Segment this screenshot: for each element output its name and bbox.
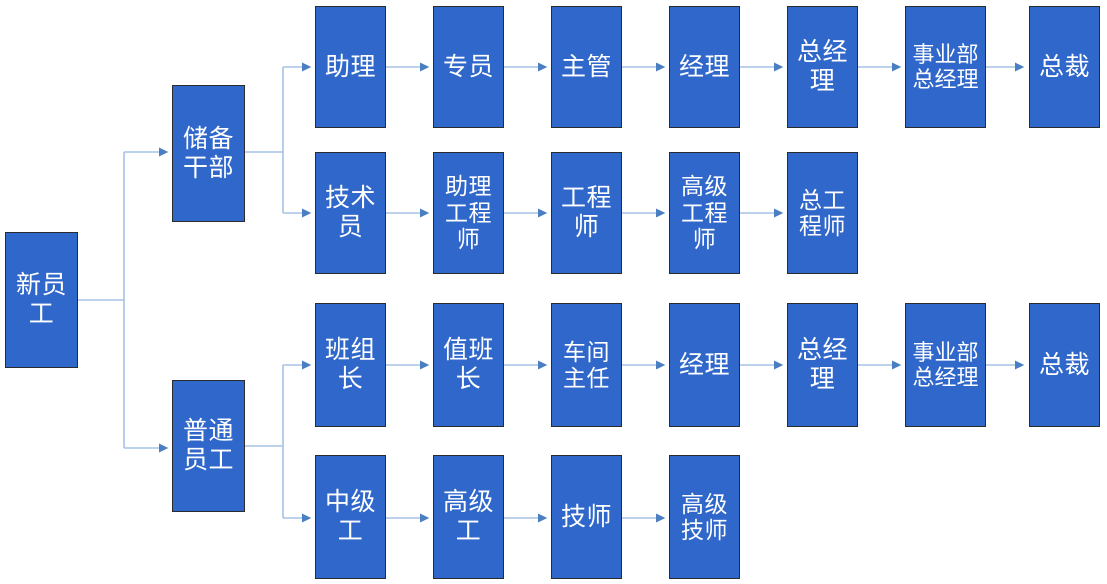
node-tech-chief-engineer[interactable]: 总工程师 — [787, 152, 858, 274]
node-prod-team-leader[interactable]: 班组长 — [315, 303, 386, 427]
node-label: 中级工 — [324, 488, 376, 545]
node-label: 总经理 — [796, 336, 848, 393]
node-label: 经理 — [678, 52, 730, 81]
node-mgmt-general-manager[interactable]: 总经理 — [787, 6, 858, 128]
node-label: 值班长 — [442, 336, 494, 393]
node-label: 高级工 — [442, 488, 494, 545]
node-label: 主管 — [560, 52, 612, 81]
node-prod-manager[interactable]: 经理 — [669, 303, 740, 427]
node-label: 总裁 — [1038, 350, 1090, 379]
node-label: 新员工 — [15, 271, 67, 328]
node-tech-senior-engineer[interactable]: 高级工程师 — [669, 152, 740, 274]
node-skill-senior-technician[interactable]: 高级技师 — [669, 455, 740, 579]
node-prod-workshop-director[interactable]: 车间主任 — [551, 303, 622, 427]
node-label: 车间主任 — [563, 338, 610, 391]
node-skill-intermediate-worker[interactable]: 中级工 — [315, 455, 386, 579]
node-label: 助理 — [324, 52, 376, 81]
node-label: 经理 — [678, 350, 730, 379]
node-label: 储备干部 — [182, 124, 234, 182]
node-label: 事业部总经理 — [912, 41, 979, 92]
node-new-employee[interactable]: 新员工 — [5, 232, 78, 368]
node-label: 总裁 — [1038, 52, 1090, 81]
node-mgmt-division-gm[interactable]: 事业部总经理 — [905, 6, 986, 128]
node-prod-shift-leader[interactable]: 值班长 — [433, 303, 504, 427]
node-label: 助理工程师 — [445, 173, 492, 253]
node-regular-employee[interactable]: 普通员工 — [172, 380, 245, 512]
node-label: 专员 — [442, 52, 494, 81]
node-tech-engineer[interactable]: 工程师 — [551, 152, 622, 274]
node-prod-division-gm[interactable]: 事业部总经理 — [905, 303, 986, 427]
node-prod-president[interactable]: 总裁 — [1029, 303, 1100, 427]
node-mgmt-specialist[interactable]: 专员 — [433, 6, 504, 128]
node-label: 技术员 — [324, 184, 376, 241]
node-mgmt-supervisor[interactable]: 主管 — [551, 6, 622, 128]
node-label: 工程师 — [560, 184, 612, 241]
node-label: 高级工程师 — [681, 173, 728, 253]
node-skill-technician[interactable]: 技师 — [551, 455, 622, 579]
node-mgmt-president[interactable]: 总裁 — [1029, 6, 1100, 128]
node-tech-technician[interactable]: 技术员 — [315, 152, 386, 274]
node-label: 技师 — [560, 502, 612, 531]
node-label: 班组长 — [324, 336, 376, 393]
node-reserve-cadre[interactable]: 储备干部 — [172, 85, 245, 222]
node-tech-assistant-engineer[interactable]: 助理工程师 — [433, 152, 504, 274]
node-label: 事业部总经理 — [912, 339, 979, 390]
node-mgmt-assistant[interactable]: 助理 — [315, 6, 386, 128]
node-mgmt-manager[interactable]: 经理 — [669, 6, 740, 128]
node-skill-senior-worker[interactable]: 高级工 — [433, 455, 504, 579]
node-prod-general-manager[interactable]: 总经理 — [787, 303, 858, 427]
node-label: 总经理 — [796, 38, 848, 95]
node-label: 高级技师 — [681, 490, 728, 543]
node-label: 总工程师 — [799, 186, 846, 239]
node-label: 普通员工 — [182, 417, 234, 474]
